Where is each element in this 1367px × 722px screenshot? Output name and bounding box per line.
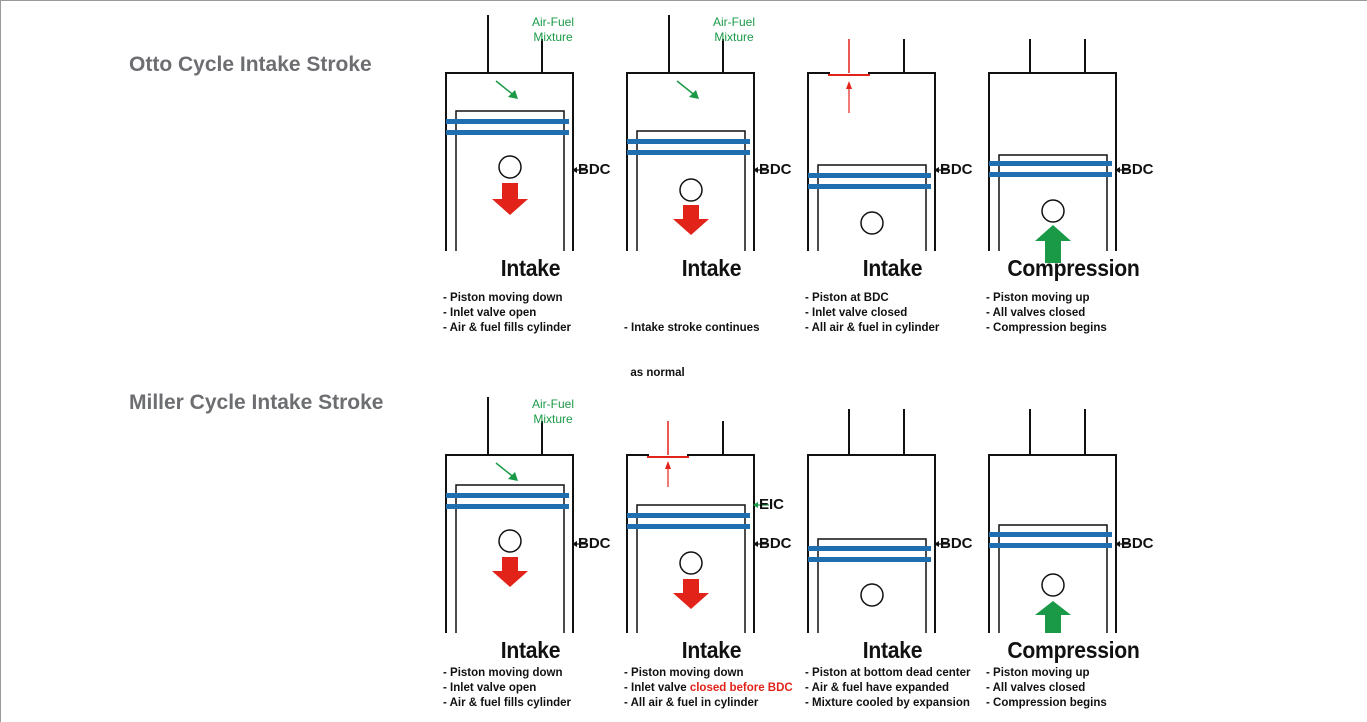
cylinder-graphic (626, 421, 769, 633)
otto-panel-4: BDC Compression - Piston moving up - All… (981, 15, 1166, 335)
wrist-pin (498, 155, 522, 179)
description: - Piston moving down - Inlet valve close… (624, 667, 793, 709)
description: - Piston moving up - All valves closed -… (986, 292, 1107, 334)
description: - Piston at bottom dead center - Air & f… (805, 667, 971, 709)
bdc-label: BDC (1121, 535, 1154, 552)
piston-ring (446, 130, 569, 135)
description: - Piston moving up - All valves closed -… (986, 667, 1107, 709)
miller-panel-4: BDC Compression - Piston moving up - All… (981, 397, 1166, 717)
eic-label: EIC (759, 496, 785, 513)
cylinder-graphic (445, 397, 588, 633)
cylinder-graphic (988, 409, 1131, 633)
description: - Piston at BDC - Inlet valve closed - A… (805, 292, 940, 334)
description: - Piston moving down - Inlet valve open … (443, 667, 572, 709)
stroke-title: Intake (500, 637, 561, 663)
stroke-title: Compression (1007, 637, 1140, 663)
bdc-label: BDC (759, 161, 792, 178)
stroke-title: Intake (500, 255, 561, 281)
bdc-label: BDC (940, 535, 973, 552)
bdc-label: BDC (578, 161, 611, 178)
bdc-label: BDC (940, 161, 973, 178)
miller-panel-3: BDC Intake - Piston at bottom dead cente… (800, 397, 985, 717)
cylinder-graphic (626, 15, 769, 251)
cylinder-graphic (807, 409, 950, 633)
down-arrow (492, 183, 528, 215)
piston-ring (446, 119, 569, 124)
bdc-label: BDC (578, 535, 611, 552)
stroke-title: Intake (862, 255, 923, 281)
highlight-text: closed before BDC (689, 682, 793, 694)
otto-row-title: Otto Cycle Intake Stroke (129, 53, 372, 76)
miller-row-title: Miller Cycle Intake Stroke (129, 391, 384, 414)
description: - Piston moving down - Inlet valve open … (443, 292, 572, 334)
bdc-label: BDC (759, 535, 792, 552)
stroke-title: Compression (1007, 255, 1140, 281)
stroke-title: Intake (681, 637, 742, 663)
bdc-label: BDC (1121, 161, 1154, 178)
cylinder-graphic (988, 39, 1131, 263)
piston (455, 110, 565, 251)
cylinder-graphic (445, 15, 588, 251)
miller-panel-2: EIC BDC Intake - Piston moving down - In… (619, 397, 804, 717)
stroke-title: Intake (862, 637, 923, 663)
cylinder-graphic (807, 39, 950, 251)
otto-panel-3: BDC Intake - Piston at BDC - Inlet valve… (800, 15, 985, 335)
up-arrow (1035, 225, 1071, 263)
stroke-title: Intake (681, 255, 742, 281)
description: - Intake stroke continues as normal (624, 322, 760, 379)
